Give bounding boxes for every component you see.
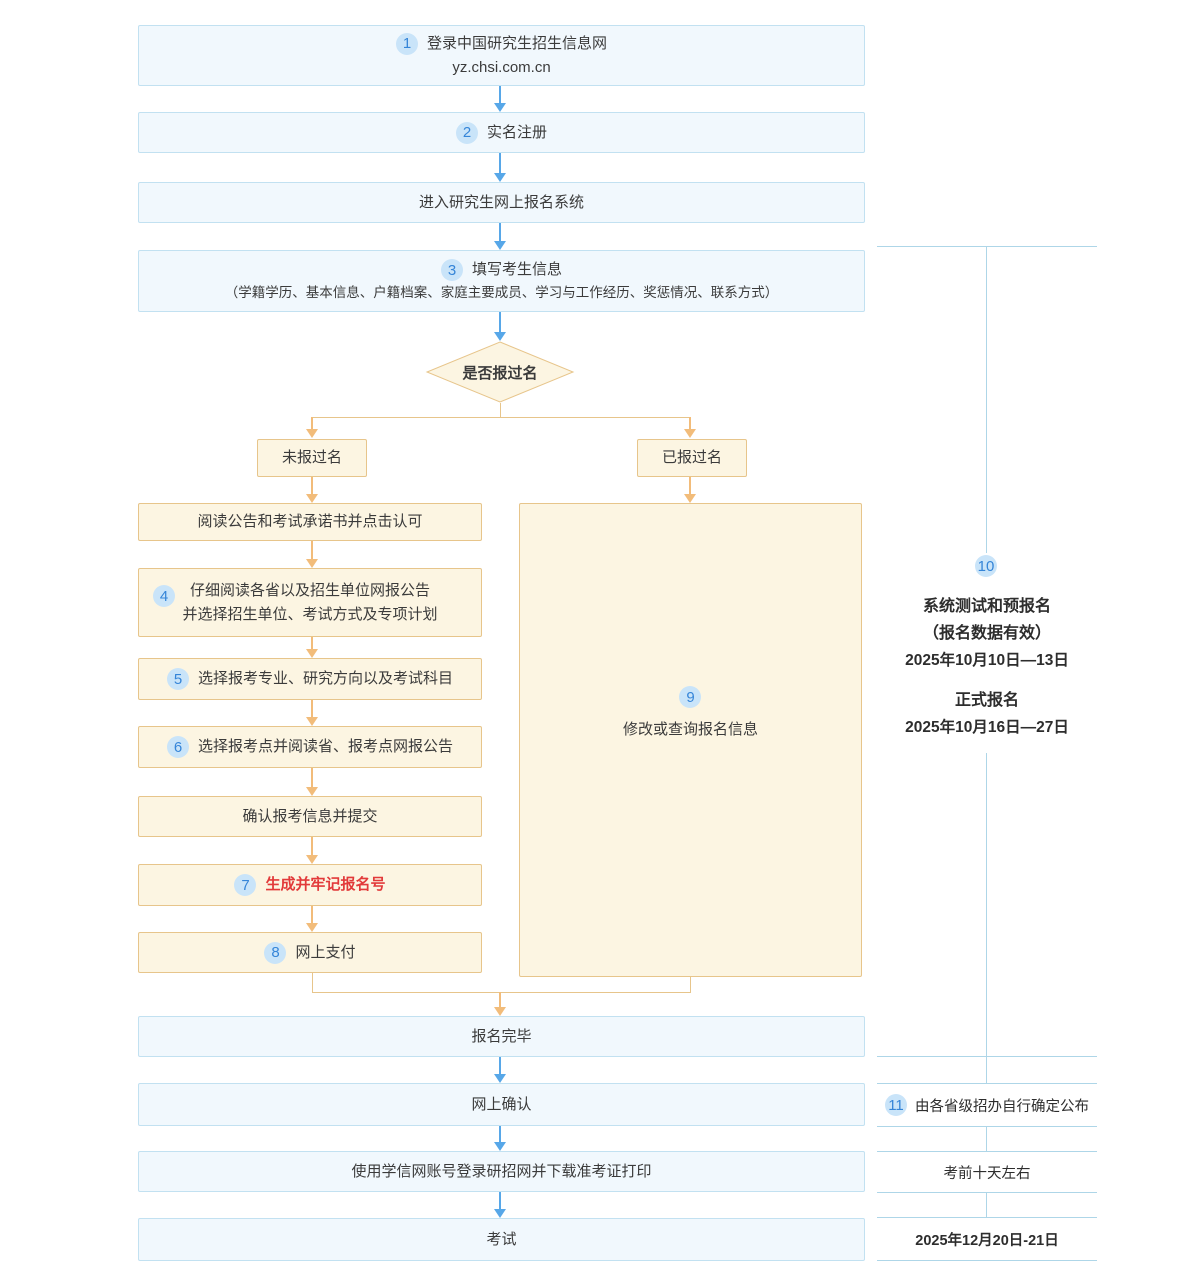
diamond-shape-icon (425, 341, 575, 403)
spacer (877, 674, 1097, 687)
step-badge: 11 (885, 1094, 907, 1116)
exam-date-label: 2025年12月20日-21日 (915, 1232, 1059, 1249)
down-arrow-icon (684, 417, 696, 438)
connector-line (312, 417, 690, 418)
down-arrow-icon (494, 1192, 506, 1218)
step-register-box: 2 实名注册 (138, 112, 865, 153)
gen-number-box: 7 生成并牢记报名号 (138, 864, 482, 906)
login-url: yz.chsi.com.cn (452, 58, 551, 76)
pay-online-box: 8 网上支付 (138, 932, 482, 973)
sidebar-tick-line (986, 1056, 987, 1083)
enter-system-label: 进入研究生网上报名系统 (418, 193, 584, 211)
step-login-box: 1 登录中国研究生招生信息网 yz.chsi.com.cn (138, 25, 865, 86)
print-note-label: 考前十天左右 (943, 1165, 1031, 1182)
choose-site-box: 6 选择报考点并阅读省、报考点网报公告 (138, 726, 482, 768)
down-arrow-icon (494, 1126, 506, 1151)
choose-major-label: 选择报考专业、研究方向以及考试科目 (197, 670, 453, 687)
down-arrow-icon (306, 477, 318, 503)
sidebar-bracket-line (877, 246, 1097, 247)
down-arrow-icon (494, 1057, 506, 1083)
branch-new-box: 未报过名 (257, 439, 367, 477)
exam-label: 考试 (486, 1230, 517, 1248)
step-badge: 7 (234, 874, 257, 896)
formal-registration-title: 正式报名 (954, 692, 1019, 709)
online-confirm-box: 网上确认 (138, 1083, 865, 1126)
step-badge: 4 (153, 585, 175, 607)
connector-line (312, 973, 313, 992)
choose-major-box: 5 选择报考专业、研究方向以及考试科目 (138, 658, 482, 700)
read-select-line1: 仔细阅读各省以及招生单位网报公告 (189, 581, 430, 599)
down-arrow-icon (306, 417, 318, 438)
down-arrow-icon (494, 153, 506, 182)
sidebar-bracket-line (986, 246, 987, 553)
download-print-box: 使用学信网账号登录研招网并下载准考证打印 (138, 1151, 865, 1192)
exam-box: 考试 (138, 1218, 865, 1261)
pay-online-label: 网上支付 (295, 943, 356, 961)
branch-old-label: 已报过名 (661, 449, 722, 466)
down-arrow-icon (684, 477, 696, 503)
confirm-note-label: 由各省级招办自行确定公布 (915, 1098, 1089, 1115)
formal-registration-date: 2025年10月16日—27日 (905, 719, 1069, 736)
login-title: 登录中国研究生招生信息网 (426, 34, 607, 52)
decision-diamond: 是否报过名 (425, 341, 575, 403)
connector-line (500, 403, 501, 417)
finish-label: 报名完毕 (471, 1027, 532, 1045)
down-arrow-icon (306, 906, 318, 932)
gen-number-label: 生成并牢记报名号 (265, 876, 386, 893)
step-badge: 6 (166, 736, 189, 758)
choose-site-label: 选择报考点并阅读省、报考点网报公告 (197, 738, 453, 755)
down-arrow-icon (494, 86, 506, 112)
decision-label: 是否报过名 (462, 364, 538, 382)
step-badge: 8 (264, 941, 287, 964)
exam-date-cell: 2025年12月20日-21日 (877, 1217, 1097, 1261)
sidebar-tick-line (986, 1193, 987, 1217)
step-badge: 3 (440, 259, 463, 281)
schedule-block: 系统测试和预报名 （报名数据有效） 2025年10月10日—13日 正式报名 2… (877, 593, 1097, 741)
down-arrow-icon (306, 637, 318, 658)
down-arrow-icon (306, 768, 318, 796)
read-select-box: 4 仔细阅读各省以及招生单位网报公告 并选择招生单位、考试方式及专项计划 (138, 568, 482, 637)
online-confirm-label: 网上确认 (471, 1095, 532, 1113)
register-label: 实名注册 (486, 123, 547, 141)
confirm-submit-label: 确认报考信息并提交 (242, 807, 378, 825)
branch-old-box: 已报过名 (637, 439, 747, 477)
step-badge: 2 (455, 121, 478, 144)
step-badge: 5 (166, 668, 189, 690)
fill-info-box: 3 填写考生信息 （学籍学历、基本信息、户籍档案、家庭主要成员、学习与工作经历、… (138, 250, 865, 312)
finish-box: 报名完毕 (138, 1016, 865, 1057)
sidebar-bracket-line (877, 1056, 1097, 1057)
print-note-cell: 考前十天左右 (877, 1151, 1097, 1193)
pre-registration-title: 系统测试和预报名 (922, 598, 1051, 615)
down-arrow-icon (306, 541, 318, 568)
read-notice-label: 阅读公告和考试承诺书并点击认可 (197, 513, 423, 530)
down-arrow-icon (494, 223, 506, 250)
confirm-note-cell: 11 由各省级招办自行确定公布 (877, 1083, 1097, 1127)
down-arrow-icon (306, 700, 318, 726)
confirm-submit-box: 确认报考信息并提交 (138, 796, 482, 837)
branch-new-label: 未报过名 (281, 449, 342, 466)
pre-registration-date: 2025年10月10日—13日 (905, 652, 1069, 669)
sidebar-tick-line (986, 1127, 987, 1151)
down-arrow-icon (306, 837, 318, 864)
read-select-line2: 并选择招生单位、考试方式及专项计划 (182, 605, 438, 623)
fill-info-title: 填写考生信息 (471, 261, 562, 278)
down-arrow-icon (494, 312, 506, 341)
download-print-label: 使用学信网账号登录研招网并下载准考证打印 (351, 1162, 652, 1180)
sidebar-bracket-line (986, 753, 987, 1056)
enter-system-box: 进入研究生网上报名系统 (138, 182, 865, 223)
read-notice-box: 阅读公告和考试承诺书并点击认可 (138, 503, 482, 541)
modify-query-label: 修改或查询报名信息 (622, 721, 758, 738)
step-badge: 1 (395, 32, 418, 55)
step-badge: 10 (975, 555, 997, 577)
pre-registration-note: （报名数据有效） (922, 625, 1051, 642)
down-arrow-icon (494, 992, 506, 1016)
fill-info-detail: （学籍学历、基本信息、户籍档案、家庭主要成员、学习与工作经历、奖惩情况、联系方式… (224, 285, 779, 300)
modify-query-box: 9 修改或查询报名信息 (519, 503, 862, 977)
step-badge: 9 (679, 686, 702, 708)
connector-line (690, 977, 691, 992)
